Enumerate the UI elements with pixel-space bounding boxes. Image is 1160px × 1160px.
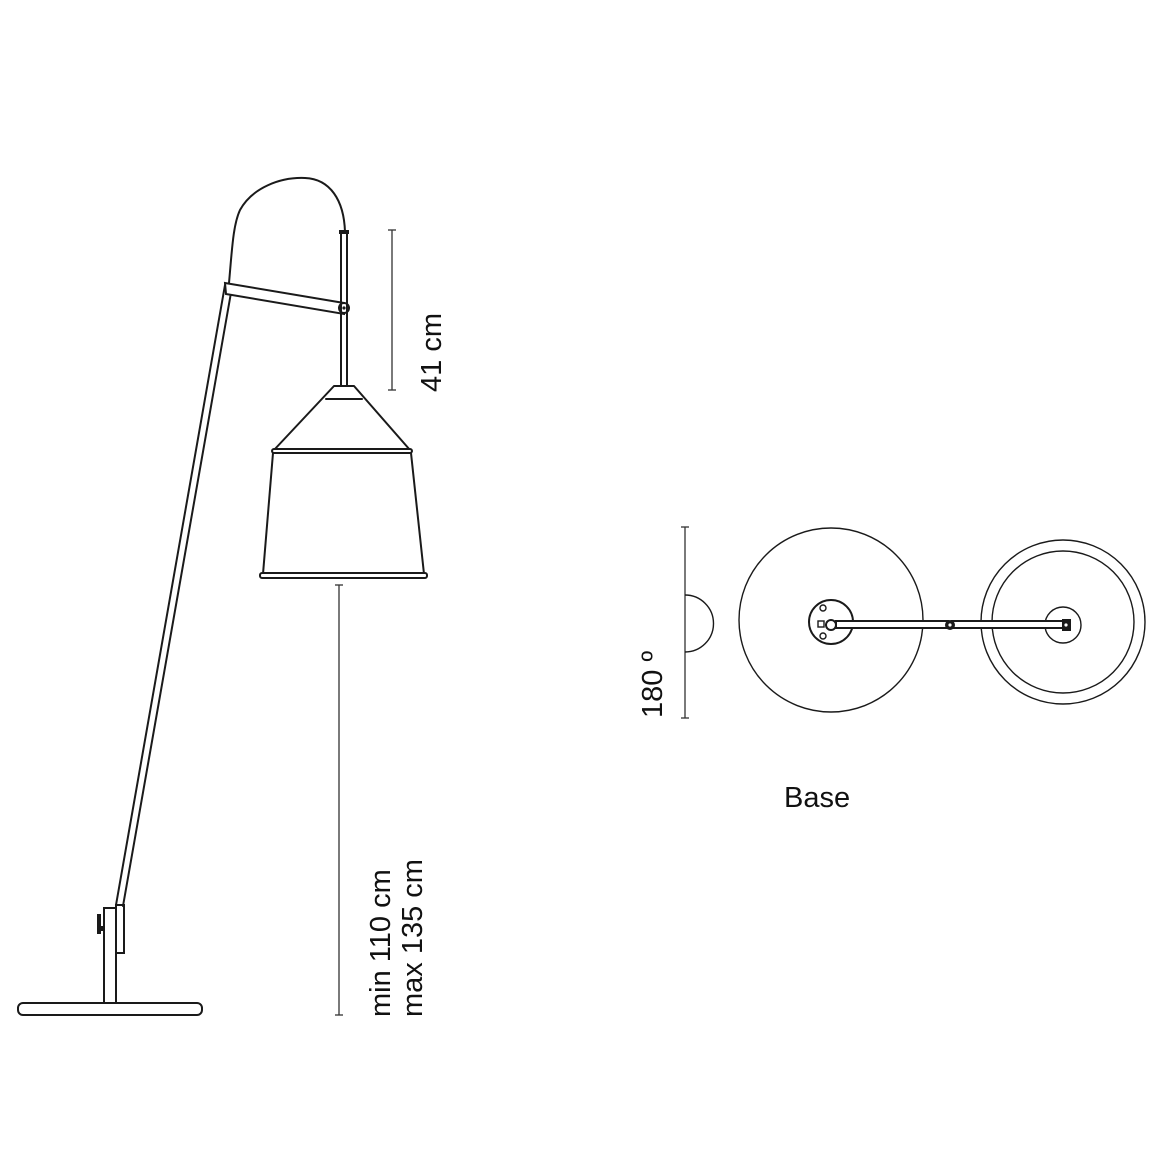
lamp-top-view: Base [738,527,1146,814]
rotation-indicator: 180 º [637,526,715,719]
base-caption: Base [784,782,850,814]
knob-screw [97,926,105,931]
main-arm-line-left [115,284,226,906]
shade-drop-label: 41 cm [416,313,448,392]
main-arm-line-right [122,286,233,907]
rotation-label: 180 º [637,651,669,718]
height-min-label: min 110 cm [365,869,397,1017]
height-max-label: max 135 cm [397,859,429,1017]
cable-cap [339,230,349,234]
shade-upper-rim [271,448,413,454]
bracket-bar [223,281,345,316]
adjustment-knob [97,914,101,934]
half-circle-arc-icon [684,594,715,653]
arm-segment-outer [951,620,1067,629]
arm-segment-inner [835,620,949,629]
lamp-side-view [17,176,428,1016]
power-cable [228,176,346,284]
dimension-shade-drop: 41 cm [388,229,448,392]
arm-sleeve [115,904,125,954]
vertical-post [103,907,117,1004]
shade-lower-rim [259,572,428,579]
shade-cone [273,385,411,451]
shade-body [262,452,425,575]
floor-base-plate [17,1002,203,1016]
dimension-height: min 110 cm max 135 cm [335,584,429,1017]
